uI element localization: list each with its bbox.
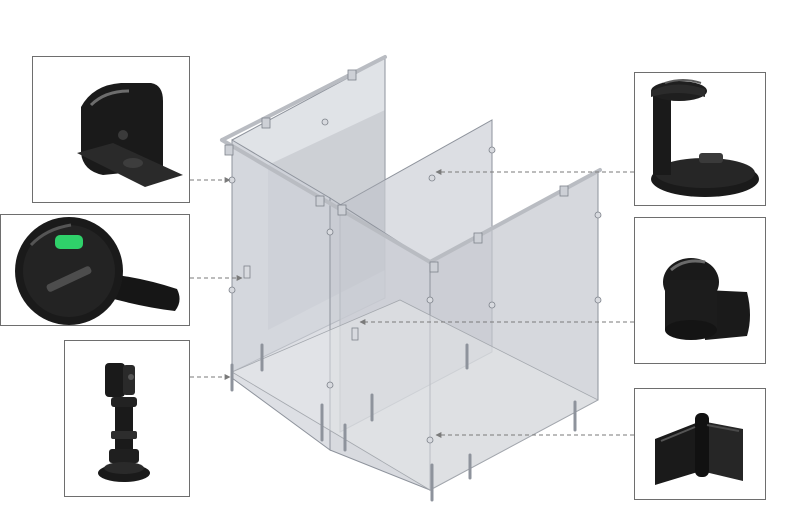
support-leg-icon	[98, 363, 150, 482]
callout-wall-bracket	[32, 56, 190, 203]
indicator-lock-icon	[15, 217, 180, 325]
callout-door-stopper	[634, 72, 766, 206]
door-stopper-icon	[651, 79, 759, 197]
top-rail	[220, 55, 602, 264]
support-legs	[230, 343, 577, 502]
rail-brackets	[224, 69, 569, 273]
callout-indicator-lock	[0, 214, 190, 326]
end-cap-icon	[663, 258, 750, 340]
panel-hardware	[228, 118, 602, 444]
callout-door-hinge	[634, 388, 766, 500]
floor-outline	[231, 299, 599, 491]
hinge-icon	[655, 413, 743, 485]
leader-lines	[190, 169, 634, 438]
callout-adjustable-leg	[64, 340, 190, 497]
l-bracket-icon	[77, 83, 183, 187]
callout-rail-end-cap	[634, 217, 766, 364]
occupancy-indicator	[55, 235, 83, 249]
